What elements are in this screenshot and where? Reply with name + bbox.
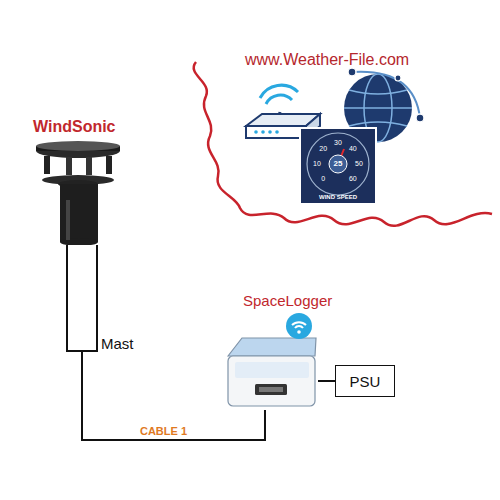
cloud-outline [194, 62, 492, 226]
gauge-number: 50 [355, 160, 363, 168]
cable-label: CABLE 1 [138, 425, 189, 437]
website-address: www.Weather-File.com [245, 51, 409, 69]
windsonic-sensor [36, 141, 120, 246]
wind-gauge [300, 128, 376, 204]
gauge-number: 0 [321, 175, 325, 183]
part-name: WindSonic [33, 118, 116, 136]
gauge-value: 25 [334, 160, 343, 169]
cable-line [318, 380, 335, 382]
gauge-number: 10 [313, 160, 321, 168]
gauge-number: 30 [334, 139, 342, 147]
gauge-number: 60 [349, 175, 357, 183]
logger-box: SpaceLogger [225, 332, 318, 410]
gauge-number: 20 [319, 145, 327, 153]
mast-box: Mast [66, 245, 98, 352]
gauge-caption: WIND SPEED [319, 194, 357, 201]
box-label: PSU [350, 373, 381, 390]
process-box: PSU [335, 365, 395, 397]
part-name: SpaceLogger [243, 292, 332, 309]
logger-device [225, 332, 318, 410]
part-name: Mast [101, 335, 134, 352]
gauge-number: 40 [349, 145, 357, 153]
